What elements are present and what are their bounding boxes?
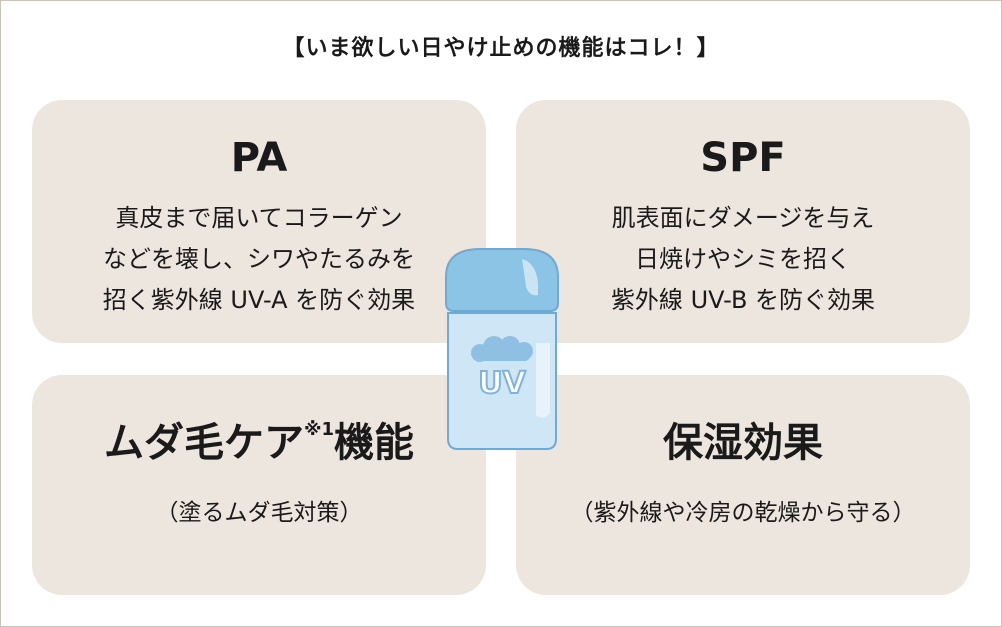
hair-care-footnote-mark: ※1: [303, 419, 335, 440]
cloud-icon: [471, 336, 533, 362]
pa-line-3: 招く紫外線 UV-A を防ぐ効果: [102, 286, 416, 314]
hair-care-panel: ムダ毛ケア※1機能 （塗るムダ毛対策）: [32, 375, 486, 595]
pa-title: PA: [230, 135, 288, 181]
moisture-panel: 保湿効果 （紫外線や冷房の乾燥から守る）: [516, 375, 970, 595]
page-heading: 【いま欲しい日やけ止めの機能はコレ！】: [282, 36, 720, 61]
hair-care-title-main: ムダ毛ケア: [103, 420, 304, 466]
moisture-title: 保湿効果: [663, 420, 823, 466]
moisture-line-1: （紫外線や冷房の乾燥から守る）: [570, 500, 916, 526]
moisture-description: （紫外線や冷房の乾燥から守る）: [516, 493, 970, 534]
bottle-uv-label: UV: [478, 366, 526, 401]
spf-line-3: 紫外線 UV-B を防ぐ効果: [610, 286, 876, 314]
pa-panel: PA 真皮まで届いてコラーゲン などを壊し、シワやたるみを 招く紫外線 UV-A…: [32, 100, 486, 343]
spf-title: SPF: [700, 135, 786, 181]
spf-description: 肌表面にダメージを与え 日焼けやシミを招く 紫外線 UV-B を防ぐ効果: [516, 198, 970, 321]
spf-panel: SPF 肌表面にダメージを与え 日焼けやシミを招く 紫外線 UV-B を防ぐ効果: [516, 100, 970, 343]
spf-line-2: 日焼けやシミを招く: [635, 245, 851, 273]
pa-description: 真皮まで届いてコラーゲン などを壊し、シワやたるみを 招く紫外線 UV-A を防…: [32, 198, 486, 321]
pa-line-1: 真皮まで届いてコラーゲン: [115, 204, 403, 232]
hair-care-line-1: （塗るムダ毛対策）: [155, 500, 363, 526]
hair-care-description: （塗るムダ毛対策）: [32, 493, 486, 534]
hair-care-title: ムダ毛ケア※1機能: [32, 420, 486, 466]
pa-line-2: などを壊し、シワやたるみを: [103, 245, 415, 273]
hair-care-title-suffix: 機能: [334, 420, 415, 466]
sunscreen-bottle-icon: UV: [445, 248, 559, 450]
spf-line-1: 肌表面にダメージを与え: [611, 204, 875, 232]
